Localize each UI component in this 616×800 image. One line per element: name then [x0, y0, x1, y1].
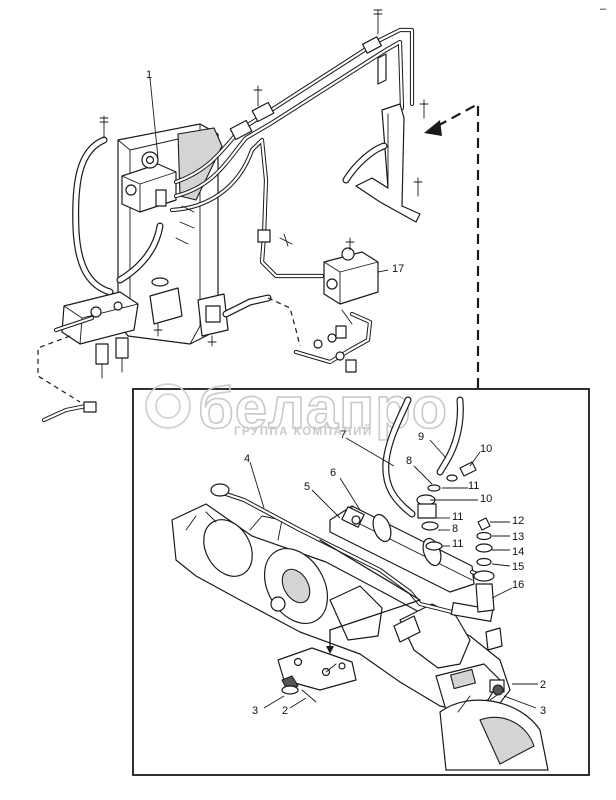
svg-text:2: 2 [540, 679, 546, 691]
svg-text:11: 11 [452, 538, 463, 550]
svg-text:2: 2 [282, 705, 288, 717]
callout-11a: 11 [442, 480, 479, 492]
callout-11b: 11 [434, 511, 463, 523]
assembly-reference-arrow [424, 102, 480, 388]
callout-9: 9 [418, 431, 447, 459]
callout-14: 14 [492, 546, 524, 558]
bolt-pump-1 [175, 205, 195, 245]
corner-mark: – [600, 3, 607, 15]
tie-rod [210, 483, 494, 622]
callout-3b: 3 [503, 695, 546, 717]
svg-text:ГРУППА КОМПАНИЙ: ГРУППА КОМПАНИЙ [234, 425, 373, 438]
callout-10b: 10 [430, 493, 492, 505]
detached-fitting-leader [37, 335, 81, 403]
front-axle-housing [171, 503, 549, 771]
callout-13: 13 [492, 531, 524, 543]
svg-text:10: 10 [480, 493, 492, 505]
callout-2b: 2 [282, 697, 307, 717]
callout-15: 15 [491, 561, 524, 573]
mounting-bracket [342, 53, 421, 223]
steering-pump-1 [121, 151, 177, 213]
svg-text:8: 8 [406, 455, 412, 467]
left-hose-line [72, 115, 164, 296]
svg-text:9: 9 [418, 431, 424, 443]
upper-assembly [37, 9, 480, 423]
svg-text:1: 1 [146, 69, 152, 81]
steering-pump-17 [323, 237, 379, 305]
route-arrow-head [326, 646, 334, 654]
cylinder-route-line [319, 539, 421, 649]
hose-9 [436, 396, 464, 476]
callout-3a: 3 [252, 695, 285, 717]
return-filter [149, 277, 183, 337]
svg-text:7: 7 [340, 429, 346, 441]
callout-1: 1 [146, 69, 159, 159]
svg-text:3: 3 [252, 705, 258, 717]
ball-joint-stack [473, 517, 505, 696]
callout-10a: 10 [469, 443, 492, 467]
svg-text:11: 11 [452, 511, 463, 523]
callout-4: 4 [244, 453, 265, 509]
pressure-lines-upper [169, 9, 429, 279]
svg-text:17: 17 [392, 263, 404, 275]
svg-text:12: 12 [512, 515, 524, 527]
callout-16: 16 [491, 579, 524, 599]
distributor-valve [53, 291, 139, 379]
return-elbow [197, 293, 272, 347]
svg-text:4: 4 [244, 453, 250, 465]
svg-text:13: 13 [512, 531, 524, 543]
callout-11c: 11 [442, 538, 463, 550]
svg-text:5: 5 [304, 481, 310, 493]
svg-text:10: 10 [480, 443, 492, 455]
svg-text:11: 11 [468, 480, 479, 492]
callout-5: 5 [304, 481, 341, 519]
nut-and-cotter-pin [281, 675, 317, 703]
svg-text:6: 6 [330, 467, 336, 479]
fitting-group [293, 309, 373, 373]
detail-view-frame [132, 388, 590, 776]
hose-7 [382, 396, 416, 518]
svg-text:3: 3 [540, 705, 546, 717]
callout-12: 12 [490, 515, 524, 527]
svg-text:16: 16 [512, 579, 524, 591]
callout-6: 6 [330, 467, 361, 511]
watermark: белапро ГРУППА КОМПАНИЙ [145, 375, 448, 442]
detached-elbow-fitting [41, 401, 97, 423]
callout-17: 17 [377, 263, 404, 275]
dashed-hose-route [267, 297, 301, 347]
svg-text:14: 14 [512, 546, 524, 558]
callout-2a: 2 [512, 679, 546, 691]
hose-fittings [416, 461, 477, 551]
callout-7: 7 [340, 429, 395, 467]
callout-8b: 8 [438, 523, 458, 535]
callout-8a: 8 [406, 455, 433, 485]
svg-text:8: 8 [452, 523, 458, 535]
svg-text:15: 15 [512, 561, 524, 573]
